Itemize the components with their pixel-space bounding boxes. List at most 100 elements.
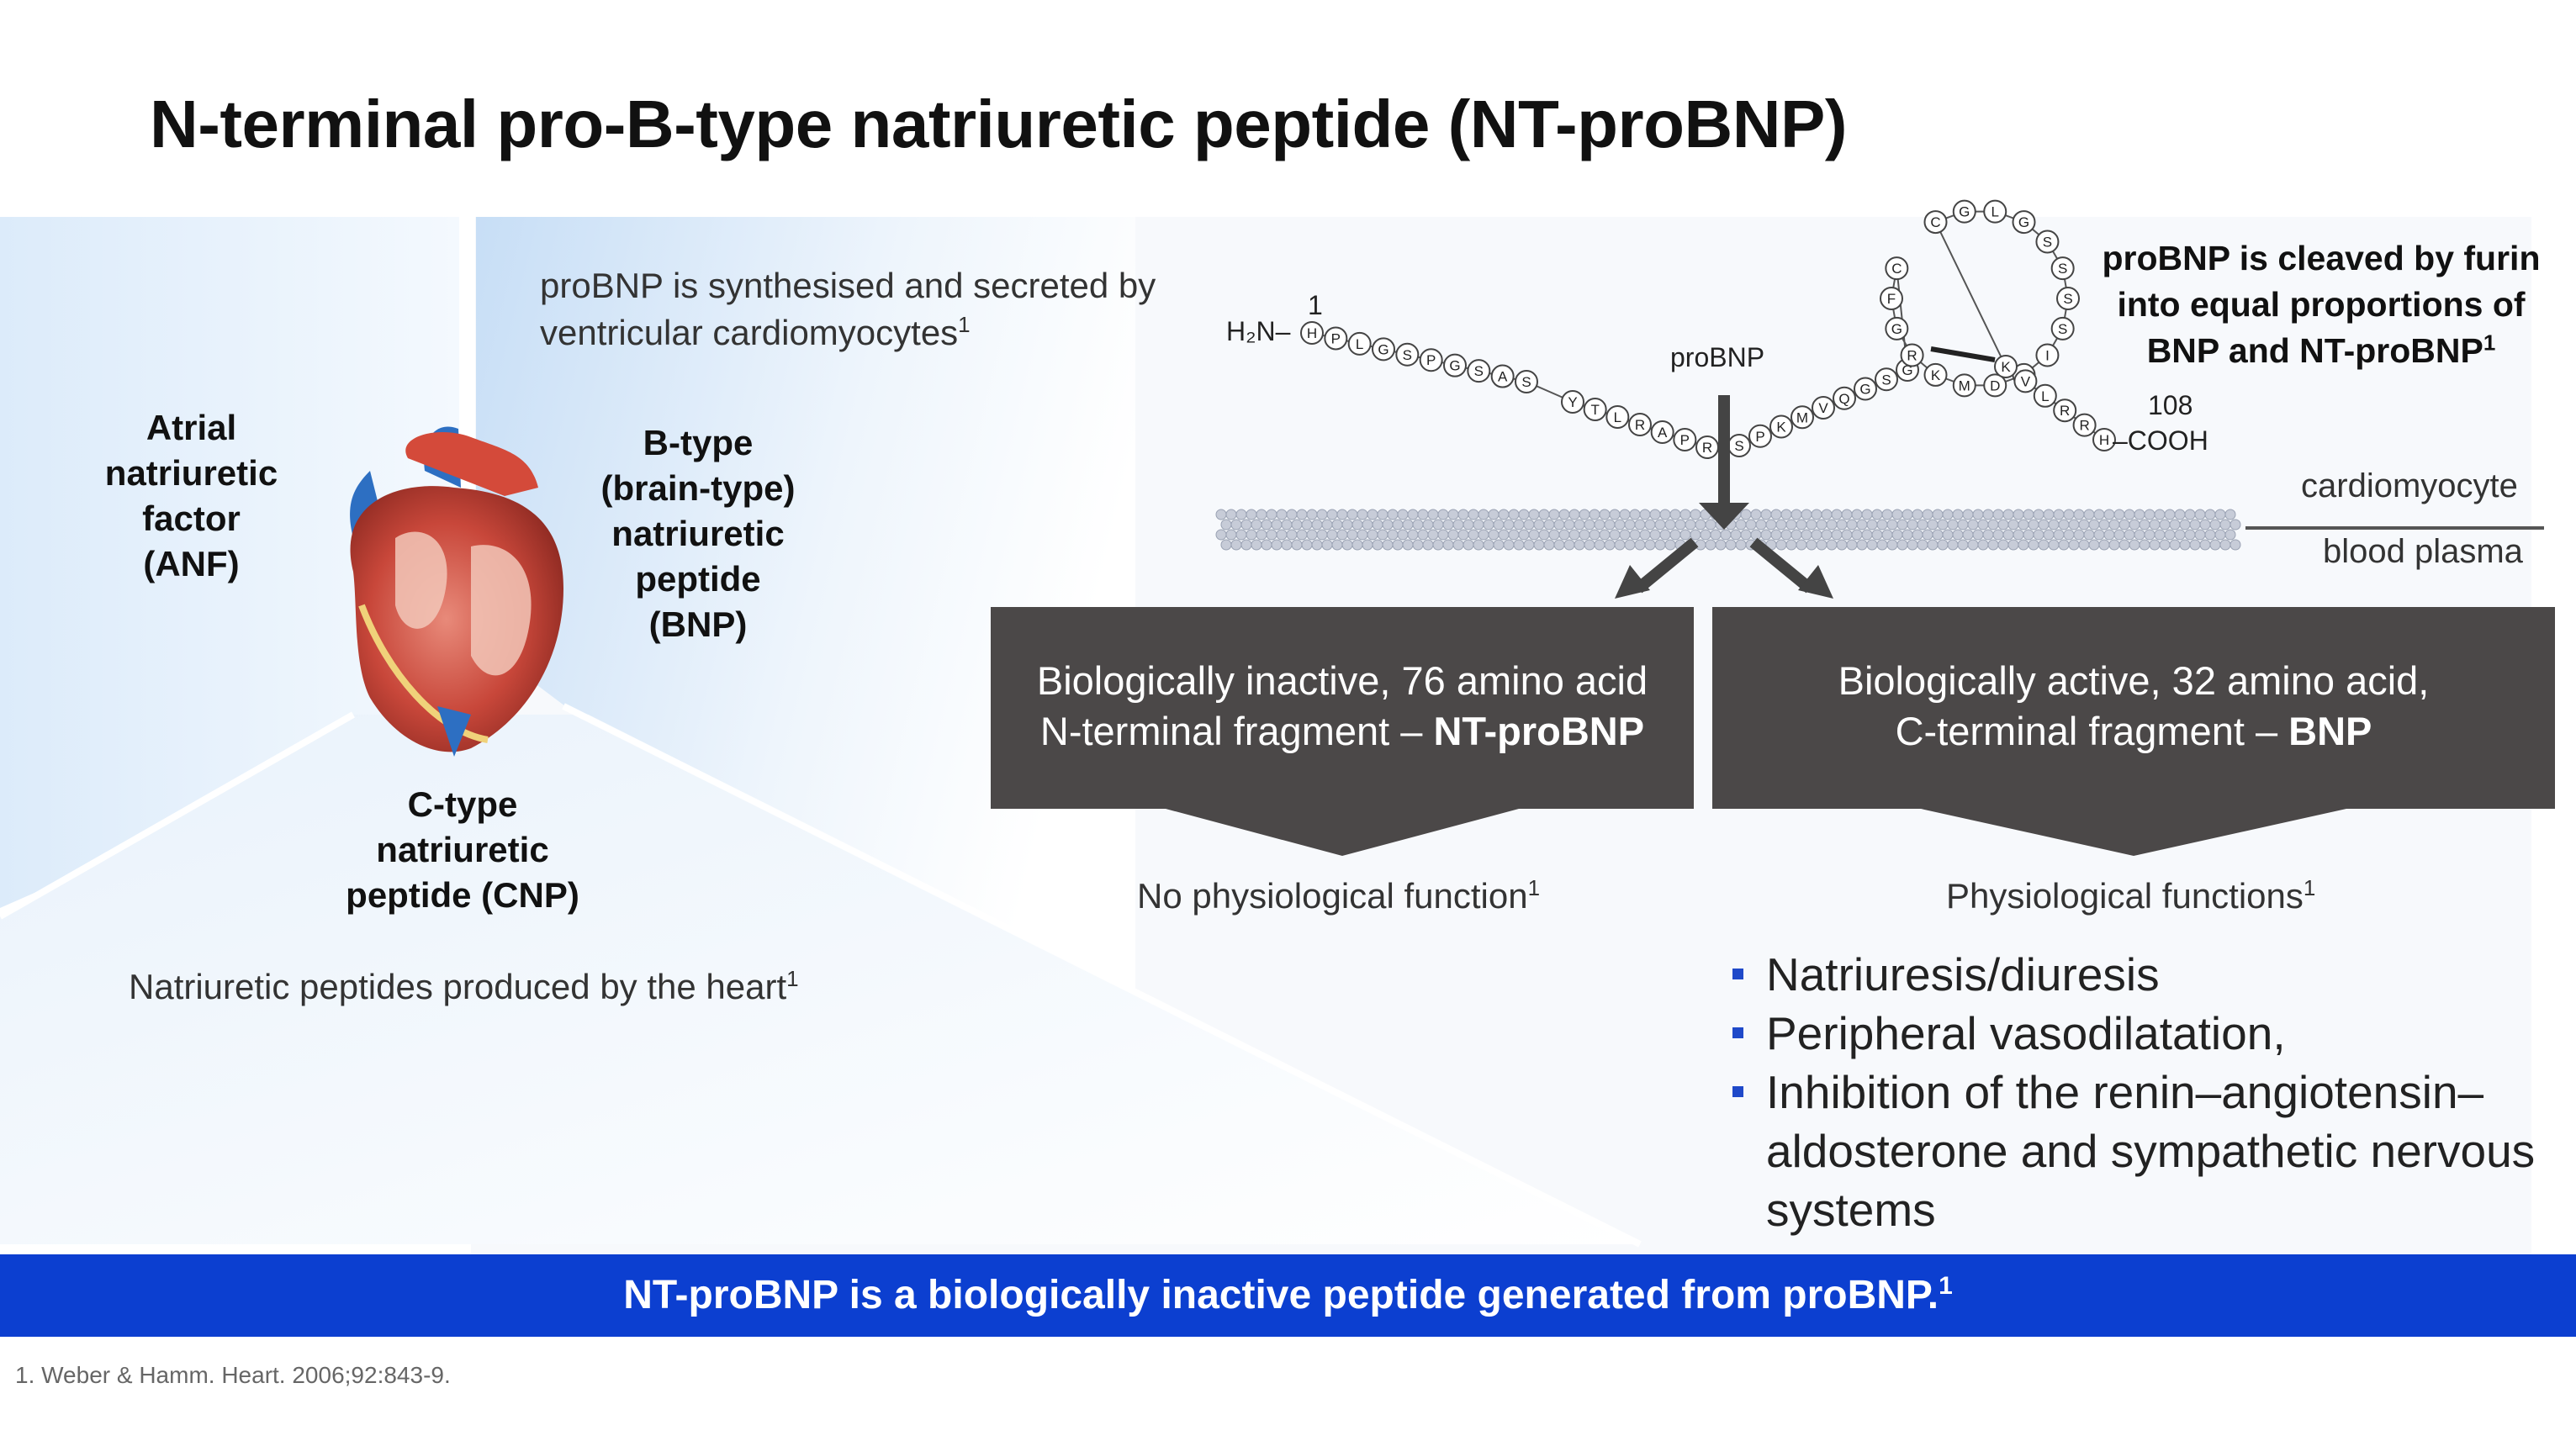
membrane-bead	[1336, 529, 1348, 541]
bottom-panel-bg	[0, 715, 1640, 1244]
inactive-fragment-box	[991, 607, 1694, 856]
amino-acid-letter: L	[1614, 409, 1621, 425]
membrane-bead	[1770, 529, 1782, 541]
amino-acid-bead	[1983, 199, 2007, 224]
membrane-bead	[1614, 539, 1626, 551]
membrane-bead	[1896, 519, 1908, 530]
membrane-bead	[1528, 509, 1540, 520]
produced-note: Natriuretic peptides produced by the hea…	[129, 966, 799, 1006]
membrane-bead	[1584, 519, 1595, 530]
membrane-bead	[1831, 509, 1843, 520]
amino-acid-letter: P	[1331, 330, 1341, 346]
membrane-bead	[2174, 529, 2186, 541]
membrane-bead	[1649, 529, 1661, 541]
membrane-bead	[1397, 529, 1409, 541]
membrane-bead	[1447, 509, 1459, 520]
amino-acid-bead	[1923, 210, 1948, 235]
amino-acid-letter: G	[1859, 382, 1870, 398]
membrane-bead	[1785, 539, 1797, 551]
membrane-bead	[1821, 529, 1833, 541]
membrane-bead	[2129, 539, 2140, 551]
membrane-bead	[1568, 509, 1580, 520]
membrane-bead	[1866, 539, 1878, 551]
membrane-bead	[2204, 509, 2216, 520]
membrane-bead	[1891, 509, 1903, 520]
amino-acid-letter: S	[2058, 261, 2067, 277]
membrane-bead	[2224, 529, 2236, 541]
membrane-bead	[2073, 509, 2085, 520]
membrane-bead	[1907, 519, 1918, 530]
membrane-bead	[1846, 539, 1858, 551]
membrane-bead	[1276, 529, 1288, 541]
membrane-bead	[1594, 519, 1605, 530]
membrane-bead	[1412, 519, 1424, 530]
membrane-bead	[2068, 539, 2080, 551]
membrane-bead	[1523, 539, 1535, 551]
membrane-bead	[1796, 519, 1807, 530]
membrane-bead	[1876, 519, 1888, 530]
membrane-bead	[2068, 519, 2080, 530]
amino-acid-bead	[1885, 256, 1909, 281]
membrane-bead	[1639, 509, 1651, 520]
membrane-bead	[1780, 529, 1792, 541]
membrane-bead	[2028, 519, 2039, 530]
page-title: N-terminal pro-B-type natriuretic peptid…	[150, 87, 1848, 161]
summary-banner: NT-proBNP is a biologically inactive pep…	[0, 1254, 2576, 1337]
amino-acid-letter: M	[1959, 377, 1970, 393]
membrane-bead	[1266, 509, 1277, 520]
membrane-bead	[1619, 529, 1631, 541]
amino-acid-bead	[1395, 342, 1420, 367]
membrane-bead	[2108, 519, 2120, 530]
membrane-bead	[2194, 509, 2206, 520]
membrane-bead	[1331, 519, 1343, 530]
membrane-bead	[1831, 529, 1843, 541]
amino-acid-bead	[1419, 348, 1443, 372]
amino-acid-bead	[2072, 413, 2097, 437]
membrane-bead	[1861, 529, 1873, 541]
membrane-bead	[1468, 529, 1479, 541]
membrane-bead	[1811, 529, 1822, 541]
membrane-bead	[1256, 529, 1267, 541]
membrane-bead	[2043, 509, 2055, 520]
membrane-bead	[2048, 539, 2060, 551]
amino-acid-bead	[1880, 287, 1903, 310]
membrane-bead	[1806, 539, 1817, 551]
membrane-bead	[1871, 529, 1883, 541]
amino-acid-letter: P	[1680, 432, 1690, 448]
membrane-bead	[2073, 529, 2085, 541]
amino-acid-bead	[1561, 390, 1584, 414]
membrane-bead	[1341, 539, 1353, 551]
membrane-bead	[1402, 539, 1414, 551]
membrane-bead	[1427, 529, 1439, 541]
amino-acid-letter: A	[1498, 369, 1508, 385]
amino-acid-letter: M	[1796, 409, 1808, 425]
membrane-bead	[1478, 529, 1489, 541]
amino-acid-bead	[1854, 377, 1877, 401]
membrane-bead	[1498, 529, 1510, 541]
membrane-bead	[1382, 539, 1394, 551]
membrane-bead	[1321, 539, 1333, 551]
membrane-bead	[1407, 509, 1419, 520]
membrane-bead	[1801, 529, 1812, 541]
membrane-bead	[1866, 519, 1878, 530]
membrane-bead	[1816, 539, 1828, 551]
membrane-bead	[1705, 539, 1716, 551]
membrane-bead	[2169, 519, 2181, 530]
membrane-bead	[2189, 519, 2201, 530]
membrane-bead	[1266, 529, 1277, 541]
membrane-bead	[1871, 509, 1883, 520]
membrane-bead	[2149, 539, 2161, 551]
amino-acid-letter: C	[1930, 214, 1940, 230]
membrane-bead	[1367, 529, 1378, 541]
membrane-bead	[2230, 519, 2241, 530]
amino-acid-bead	[1900, 343, 1924, 367]
membrane-bead	[1377, 529, 1389, 541]
membrane-bead	[1735, 539, 1747, 551]
membrane-bead	[1508, 509, 1520, 520]
membrane-bead	[2023, 509, 2034, 520]
membrane-bead	[1261, 519, 1272, 530]
membrane-bead	[1311, 519, 1323, 530]
membrane-bead	[1579, 529, 1590, 541]
amino-acid-letter: Y	[1568, 394, 1577, 410]
amino-acid-bead	[2050, 316, 2075, 340]
